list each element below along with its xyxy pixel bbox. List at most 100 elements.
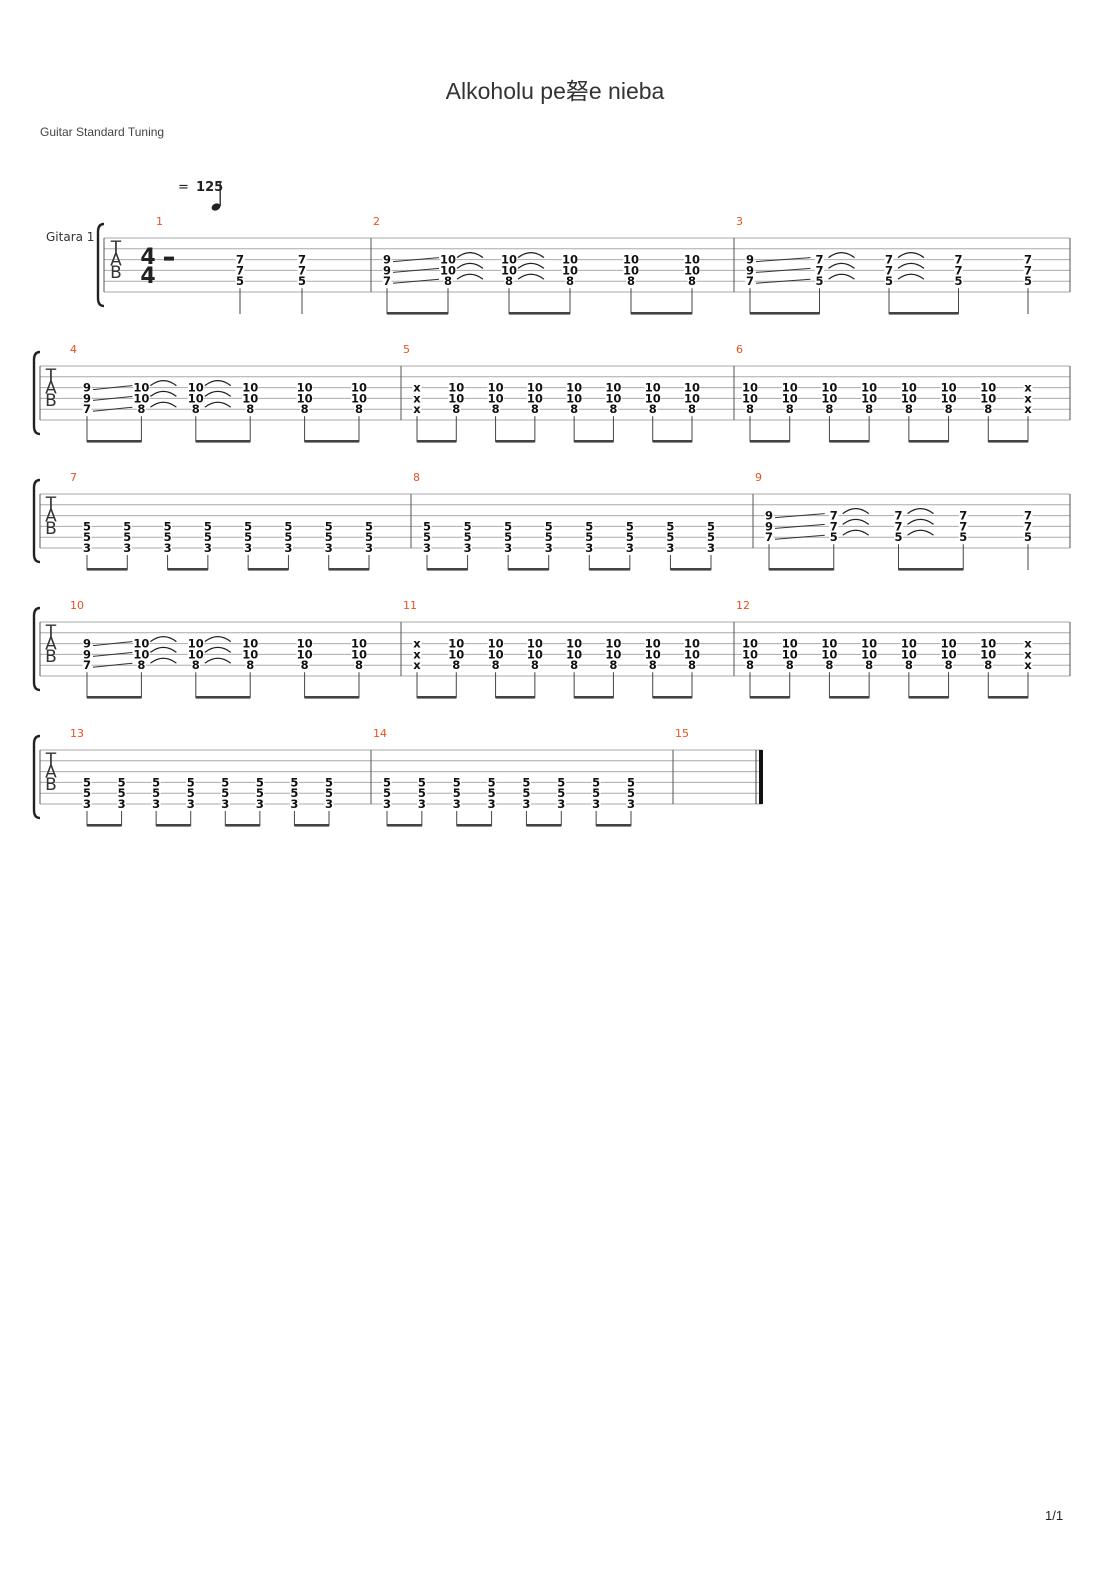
fret-number: 10	[566, 647, 582, 661]
fret-mask	[526, 638, 543, 650]
fret-mask	[764, 510, 774, 522]
fret-number: 7	[83, 402, 91, 416]
fret-number: 8	[137, 658, 145, 672]
fret-number: 10	[133, 637, 149, 651]
fret-mask	[648, 403, 658, 415]
dead-note: x	[413, 647, 421, 661]
fret-mask	[625, 531, 635, 543]
fret-mask	[412, 403, 422, 415]
tie-arc	[150, 636, 177, 643]
fret-mask	[203, 531, 213, 543]
fret-number: 3	[290, 797, 298, 811]
fret-mask	[382, 254, 392, 266]
fret-number: 8	[786, 658, 794, 672]
fret-number: 5	[1024, 274, 1032, 288]
fret-number: 10	[684, 263, 700, 277]
fret-mask	[623, 264, 639, 276]
fret-mask	[954, 264, 963, 276]
tie-arc	[828, 252, 855, 259]
fret-number: 9	[83, 647, 91, 661]
beam	[596, 824, 631, 827]
fret-number: 9	[383, 253, 391, 267]
fret-mask	[82, 382, 92, 394]
fret-mask	[382, 798, 392, 810]
fret-number: 8	[566, 274, 574, 288]
beam	[387, 312, 448, 315]
fret-mask	[324, 542, 334, 554]
fret-number: 8	[444, 274, 452, 288]
fret-mask	[644, 392, 661, 404]
fret-number: 10	[941, 637, 957, 651]
fret-number: 9	[83, 381, 91, 395]
fret-number: 5	[504, 530, 512, 544]
fret-mask	[815, 275, 824, 287]
fret-number: 10	[448, 391, 464, 405]
beam	[670, 568, 711, 571]
fret-mask	[781, 392, 798, 404]
fret-mask	[283, 520, 293, 532]
tab-clef-letter: B	[45, 775, 57, 795]
fret-mask	[504, 275, 514, 287]
fret-number: 9	[83, 637, 91, 651]
fret-mask	[187, 638, 204, 650]
fret-mask	[117, 776, 127, 788]
page-number: 1/1	[1045, 1508, 1064, 1523]
fret-number: 7	[954, 253, 962, 267]
fret-number: 10	[488, 391, 504, 405]
fret-number: 7	[298, 253, 306, 267]
fret-mask	[626, 776, 636, 788]
fret-number: 9	[383, 263, 391, 277]
fret-number: 5	[464, 519, 472, 533]
fret-mask	[82, 798, 92, 810]
tempo-equals: =	[178, 180, 189, 195]
fret-number: 10	[605, 381, 621, 395]
fret-number: 8	[570, 658, 578, 672]
fret-mask	[122, 531, 132, 543]
tie-arc	[150, 401, 177, 408]
fret-mask	[133, 392, 150, 404]
fret-number: 5	[954, 274, 962, 288]
fret-mask	[626, 798, 636, 810]
fret-mask	[684, 254, 700, 266]
fret-mask	[300, 403, 310, 415]
slide-line	[392, 278, 440, 284]
fret-mask	[187, 648, 204, 660]
fret-mask	[382, 264, 392, 276]
fret-number: 8	[531, 402, 539, 416]
fret-mask	[491, 659, 501, 671]
fret-number: 3	[204, 541, 212, 555]
beam	[87, 440, 142, 443]
fret-mask	[980, 382, 997, 394]
measure-number: 6	[736, 343, 743, 356]
fret-number: 5	[383, 786, 391, 800]
fret-mask	[785, 659, 795, 671]
slide-line	[92, 406, 133, 412]
fret-number: 3	[325, 541, 333, 555]
fret-mask	[296, 648, 313, 660]
fret-mask	[452, 798, 462, 810]
fret-number: 7	[298, 263, 306, 277]
fret-number: 10	[684, 253, 700, 267]
fret-mask	[443, 275, 453, 287]
half-rest	[164, 256, 174, 261]
fret-number: 10	[742, 647, 758, 661]
fret-number: 8	[192, 658, 200, 672]
fret-mask	[187, 392, 204, 404]
fret-number: 10	[488, 637, 504, 651]
fret-mask	[448, 382, 465, 394]
fret-mask	[944, 659, 954, 671]
fret-mask	[940, 382, 957, 394]
fret-number: 5	[522, 775, 530, 789]
beam	[495, 440, 535, 443]
fret-number: 10	[440, 263, 456, 277]
fret-number: 5	[164, 519, 172, 533]
fret-number: 5	[453, 786, 461, 800]
fret-number: 10	[188, 381, 204, 395]
fret-number: 8	[945, 402, 953, 416]
fret-number: 10	[351, 391, 367, 405]
fret-mask	[503, 531, 513, 543]
tie-arc	[897, 252, 925, 259]
fret-mask	[884, 275, 894, 287]
slide-line	[92, 395, 133, 401]
fret-mask	[203, 542, 213, 554]
